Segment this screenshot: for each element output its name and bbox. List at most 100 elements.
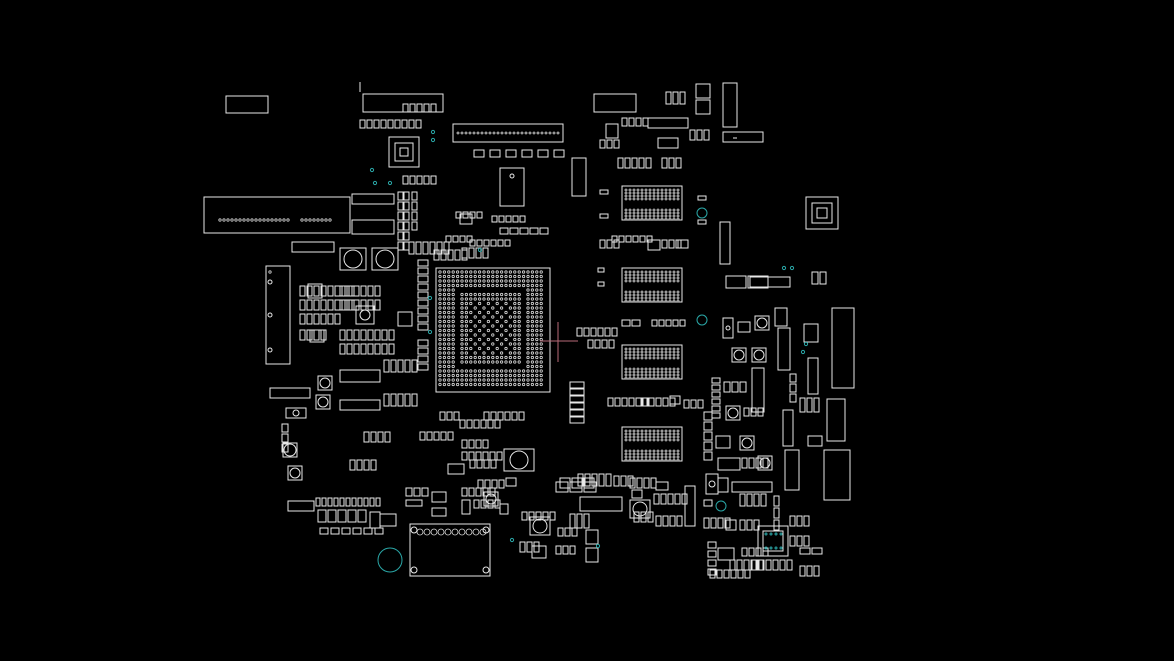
connector-pad[interactable] (537, 149, 549, 158)
smd-component[interactable] (762, 457, 769, 469)
smd-component[interactable] (730, 569, 737, 579)
smd-component[interactable] (490, 459, 497, 469)
inductor-1[interactable] (339, 247, 367, 271)
component-outline[interactable] (725, 519, 737, 531)
component-outline[interactable] (447, 463, 465, 475)
smd-component[interactable] (710, 517, 717, 529)
smd-component[interactable] (750, 407, 757, 417)
component-outline[interactable] (285, 407, 307, 419)
pad[interactable] (741, 437, 753, 449)
smd-component[interactable] (661, 157, 668, 169)
smd-component[interactable] (404, 393, 411, 407)
smd-component[interactable] (597, 327, 604, 337)
smd-component[interactable] (416, 175, 423, 185)
smd-component[interactable] (411, 393, 418, 407)
smd-component[interactable] (806, 397, 813, 413)
smd-component[interactable] (306, 299, 313, 311)
smd-component[interactable] (604, 327, 611, 337)
smd-component[interactable] (468, 487, 475, 497)
smd-component[interactable] (367, 299, 374, 311)
smd-component[interactable] (388, 329, 395, 341)
smd-component[interactable] (576, 513, 583, 529)
smd-component[interactable] (655, 397, 662, 407)
smd-component[interactable] (383, 359, 390, 373)
smd-component[interactable] (374, 343, 381, 355)
pad[interactable] (756, 317, 768, 329)
smd-component[interactable] (321, 497, 327, 507)
pad[interactable] (482, 566, 490, 574)
smd-component[interactable] (499, 227, 509, 235)
smd-component[interactable] (490, 411, 497, 421)
connector-right-c[interactable] (751, 367, 765, 413)
component-outline[interactable] (531, 545, 547, 559)
pad[interactable] (289, 467, 301, 479)
pad[interactable] (727, 407, 739, 419)
smd-component[interactable] (773, 507, 780, 519)
connector-top-right-horizontal[interactable] (722, 131, 764, 143)
smd-component[interactable] (569, 481, 583, 493)
smd-component[interactable] (635, 397, 642, 407)
smd-component[interactable] (397, 231, 404, 241)
smd-component[interactable] (697, 195, 707, 201)
component-outline[interactable] (739, 435, 755, 451)
pad[interactable] (410, 526, 418, 534)
smd-component[interactable] (417, 275, 429, 283)
smd-component[interactable] (417, 339, 429, 347)
smd-component[interactable] (461, 439, 468, 449)
smd-component[interactable] (696, 129, 703, 141)
smd-component[interactable] (611, 327, 618, 337)
connector-strip-lower[interactable] (731, 481, 773, 493)
connector-bottom-vertical[interactable] (684, 485, 696, 527)
smd-component[interactable] (417, 299, 429, 307)
smd-component[interactable] (345, 497, 351, 507)
smd-component[interactable] (409, 103, 416, 113)
smd-component[interactable] (703, 441, 713, 451)
smd-component[interactable] (411, 201, 418, 211)
smd-component[interactable] (370, 459, 377, 471)
smd-component[interactable] (789, 373, 797, 383)
component-outline[interactable] (717, 457, 741, 471)
smd-component[interactable] (491, 215, 498, 223)
smd-component[interactable] (375, 497, 381, 507)
smd-component[interactable] (402, 103, 409, 113)
smd-component[interactable] (374, 299, 381, 311)
smd-component[interactable] (408, 119, 415, 129)
smd-component[interactable] (711, 398, 721, 405)
smd-component[interactable] (417, 347, 429, 355)
smd-component[interactable] (716, 569, 723, 579)
smd-component[interactable] (601, 339, 608, 349)
smd-component[interactable] (369, 497, 375, 507)
smd-component[interactable] (757, 407, 764, 417)
smd-component[interactable] (683, 399, 690, 409)
smd-component[interactable] (569, 545, 576, 555)
smd-component[interactable] (320, 313, 327, 325)
smd-component[interactable] (707, 559, 717, 567)
smd-component[interactable] (339, 497, 345, 507)
smd-component[interactable] (415, 241, 422, 255)
connector-left-long[interactable] (203, 196, 351, 234)
smd-component[interactable] (576, 327, 583, 337)
smd-component[interactable] (482, 439, 489, 449)
smd-component[interactable] (736, 559, 743, 571)
smd-component[interactable] (281, 433, 289, 443)
smd-component[interactable] (655, 515, 662, 527)
pad[interactable] (482, 526, 490, 534)
smd-component[interactable] (475, 451, 482, 461)
connector-top-right-vertical[interactable] (722, 82, 738, 128)
smd-component[interactable] (347, 509, 357, 523)
smd-component[interactable] (811, 547, 823, 555)
smd-component[interactable] (401, 119, 408, 129)
smd-component[interactable] (739, 493, 746, 507)
smd-component[interactable] (569, 388, 585, 396)
connector-strip[interactable] (647, 117, 689, 129)
smd-component[interactable] (617, 157, 624, 169)
smd-component[interactable] (624, 157, 631, 169)
smd-component[interactable] (744, 569, 751, 579)
smd-component[interactable] (711, 391, 721, 398)
ddr-memory-chip-4[interactable] (621, 426, 683, 462)
smd-component[interactable] (746, 519, 753, 531)
smd-component[interactable] (681, 493, 688, 505)
smd-component[interactable] (725, 275, 747, 289)
smd-component[interactable] (526, 541, 533, 553)
smd-component[interactable] (620, 475, 627, 487)
